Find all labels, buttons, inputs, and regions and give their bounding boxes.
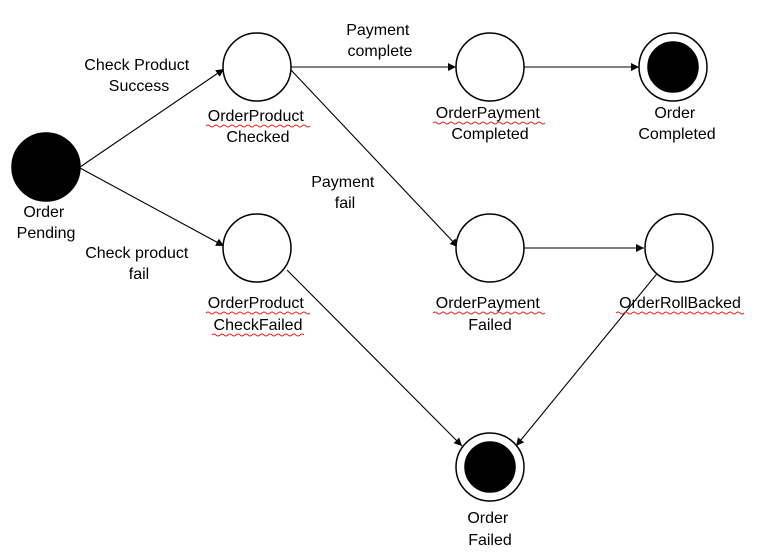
label-payment-completed: OrderPayment Completed	[436, 105, 545, 143]
transition-label-check-product-success: Check Product Success	[84, 57, 193, 95]
spellcheck-underline	[432, 121, 546, 125]
edge-checked-to-payment-failed	[290, 69, 459, 248]
state-payment-failed-node	[455, 213, 525, 283]
state-order-failed-node	[455, 432, 525, 502]
edge-pending-to-checked	[79, 68, 225, 168]
state-order-completed-node	[638, 32, 708, 102]
edge-roll-backed-to-order-failed	[515, 269, 661, 447]
label-product-checked: OrderProduct Checked	[208, 108, 309, 146]
label-order-completed: Order Completed	[638, 105, 715, 143]
spellcheck-underline	[205, 311, 311, 315]
spellcheck-underline	[205, 124, 311, 128]
spellcheck-underline	[432, 311, 546, 315]
label-payment-failed: OrderPayment Failed	[436, 295, 545, 334]
edge-pending-to-check-failed	[79, 167, 225, 247]
label-order-pending: Order Pending	[17, 204, 76, 242]
edge-check-failed-to-order-failed	[286, 269, 463, 447]
label-product-check-failed: OrderProduct CheckFailed	[208, 295, 309, 334]
transition-label-payment-complete: Payment complete	[346, 22, 414, 60]
label-roll-backed: OrderRollBacked	[619, 295, 741, 312]
label-order-failed: Order Failed	[467, 510, 512, 549]
transition-label-payment-fail: Payment fail	[311, 174, 379, 212]
state-roll-backed-node	[644, 213, 714, 283]
state-order-pending-node	[11, 132, 81, 202]
spellcheck-underline	[211, 333, 305, 337]
state-payment-completed-node	[455, 32, 525, 102]
spellcheck-underline	[615, 311, 745, 315]
state-product-check-failed-node	[222, 213, 292, 283]
state-product-checked-node	[222, 32, 292, 102]
transition-label-check-product-fail: Check product fail	[85, 245, 193, 283]
